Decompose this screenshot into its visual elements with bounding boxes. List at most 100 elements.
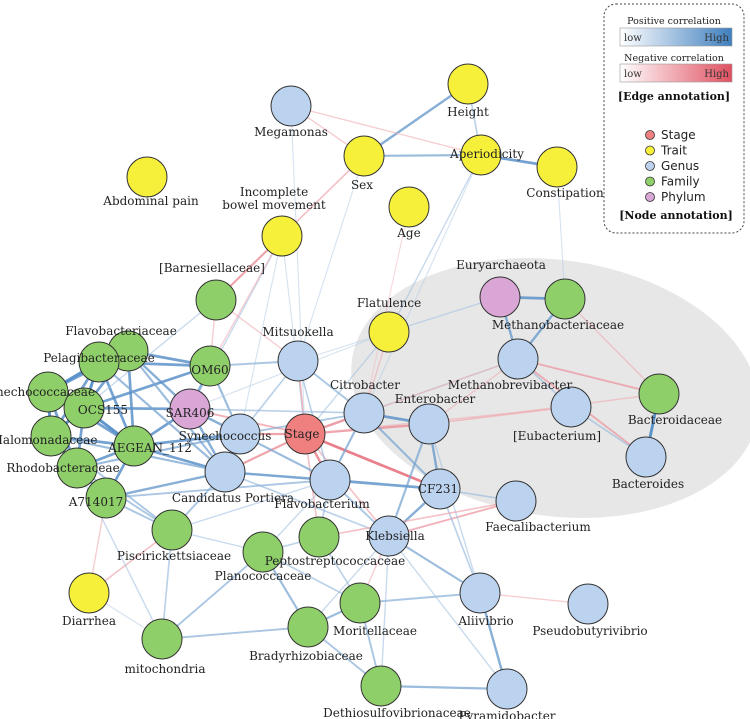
node-bradyrhizobiaceae[interactable] xyxy=(287,606,329,648)
node-circle-bradyrhizobiaceae[interactable] xyxy=(287,606,329,648)
node-label-bacteroidaceae: Bacteroidaceae xyxy=(628,413,722,427)
node-synechococcaceae[interactable] xyxy=(27,371,69,413)
node-circle-constipation[interactable] xyxy=(536,146,578,188)
node-circle-bacteroidaceae[interactable] xyxy=(638,373,680,415)
node-piscirickettsiaceae[interactable] xyxy=(151,509,193,551)
node-circle-flatulence[interactable] xyxy=(368,311,410,353)
node-enterobacter[interactable] xyxy=(408,403,450,445)
node-flatulence[interactable] xyxy=(368,311,410,353)
node-circle-om60[interactable] xyxy=(189,345,231,387)
node-rhodobacteraceae[interactable] xyxy=(56,447,98,489)
node-label-euryarchaeota: Euryarchaeota xyxy=(456,258,546,272)
node-stage[interactable] xyxy=(284,413,326,455)
node-circle-pyramidobacter[interactable] xyxy=(486,668,528,710)
node-circle-cf231[interactable] xyxy=(419,468,461,510)
node-circle-methanobrevibacter[interactable] xyxy=(497,338,539,380)
edge-piscirickettsiaceae-flavobacterium xyxy=(171,479,331,531)
node-klebsiella[interactable] xyxy=(368,515,410,557)
node-a714017[interactable] xyxy=(85,477,127,519)
node-age[interactable] xyxy=(388,186,430,228)
node-circle-megamonas[interactable] xyxy=(270,85,312,127)
node-citrobacter[interactable] xyxy=(343,392,385,434)
node-aegean[interactable] xyxy=(113,425,155,467)
node-constipation[interactable] xyxy=(536,146,578,188)
node-circle-candidatus[interactable] xyxy=(204,451,246,493)
node-circle-sar406[interactable] xyxy=(169,388,211,430)
node-circle-piscirickettsiaceae[interactable] xyxy=(151,509,193,551)
node-sex[interactable] xyxy=(343,135,385,177)
node-circle-ocs155[interactable] xyxy=(63,387,105,429)
node-abdominal[interactable] xyxy=(126,156,168,198)
node-circle-flavobacterium[interactable] xyxy=(309,459,351,501)
node-circle-halomonadaceae[interactable] xyxy=(30,415,72,457)
node-circle-height[interactable] xyxy=(447,63,489,105)
node-circle-klebsiella[interactable] xyxy=(368,515,410,557)
node-circle-methanobacteriaceae[interactable] xyxy=(544,278,586,320)
node-circle-abdominal[interactable] xyxy=(126,156,168,198)
node-circle-eubacterium[interactable] xyxy=(550,386,592,428)
node-faecalibacterium[interactable] xyxy=(495,480,537,522)
node-bacteroidaceae[interactable] xyxy=(638,373,680,415)
node-sar406[interactable] xyxy=(169,388,211,430)
node-circle-pseudobutyrivibrio[interactable] xyxy=(567,583,609,625)
node-mitsuokella[interactable] xyxy=(277,340,319,382)
node-incomplete[interactable] xyxy=(261,215,303,257)
node-pelagibacteraceae[interactable] xyxy=(78,341,120,383)
node-candidatus[interactable] xyxy=(204,451,246,493)
node-pyramidobacter[interactable] xyxy=(486,668,528,710)
node-cf231[interactable] xyxy=(419,468,461,510)
node-eubacterium[interactable] xyxy=(550,386,592,428)
node-moritellaceae[interactable] xyxy=(339,582,381,624)
negative-correlation-gradient xyxy=(619,63,733,83)
node-om60[interactable] xyxy=(189,345,231,387)
node-circle-mitsuokella[interactable] xyxy=(277,340,319,382)
node-circle-aegean[interactable] xyxy=(113,425,155,467)
node-circle-synechococcaceae[interactable] xyxy=(27,371,69,413)
node-label-flavobacterium: Flavobacterium xyxy=(274,497,370,511)
node-dethiosulfovibrionaceae[interactable] xyxy=(360,665,402,707)
node-pseudobutyrivibrio[interactable] xyxy=(567,583,609,625)
node-circle-citrobacter[interactable] xyxy=(343,392,385,434)
node-circle-enterobacter[interactable] xyxy=(408,403,450,445)
node-circle-bacteroides[interactable] xyxy=(625,436,667,478)
node-circle-aliivibrio[interactable] xyxy=(459,572,501,614)
node-circle-moritellaceae[interactable] xyxy=(339,582,381,624)
node-circle-peptostreptococcaceae[interactable] xyxy=(298,516,340,558)
node-circle-faecalibacterium[interactable] xyxy=(495,480,537,522)
node-halomonadaceae[interactable] xyxy=(30,415,72,457)
node-megamonas[interactable] xyxy=(270,85,312,127)
node-methanobrevibacter[interactable] xyxy=(497,338,539,380)
node-ocs155[interactable] xyxy=(63,387,105,429)
node-circle-pelagibacteraceae[interactable] xyxy=(78,341,120,383)
node-circle-aperiodicity[interactable] xyxy=(460,134,502,176)
node-barnesiellaceae[interactable] xyxy=(195,279,237,321)
node-circle-planococcaceae[interactable] xyxy=(242,531,284,573)
node-planococcaceae[interactable] xyxy=(242,531,284,573)
node-methanobacteriaceae[interactable] xyxy=(544,278,586,320)
node-circle-stage[interactable] xyxy=(284,413,326,455)
node-circle-sex[interactable] xyxy=(343,135,385,177)
node-circle-incomplete[interactable] xyxy=(261,215,303,257)
node-mitochondria[interactable] xyxy=(141,618,183,660)
node-synechococcus[interactable] xyxy=(219,413,261,455)
edge-pyramidobacter-klebsiella xyxy=(388,535,508,690)
node-height[interactable] xyxy=(447,63,489,105)
node-aperiodicity[interactable] xyxy=(460,134,502,176)
node-circle-synechococcus[interactable] xyxy=(219,413,261,455)
node-circle-diarrhea[interactable] xyxy=(68,572,110,614)
node-circle-rhodobacteraceae[interactable] xyxy=(56,447,98,489)
node-aliivibrio[interactable] xyxy=(459,572,501,614)
node-circle-a714017[interactable] xyxy=(85,477,127,519)
node-peptostreptococcaceae[interactable] xyxy=(298,516,340,558)
node-circle-euryarchaeota[interactable] xyxy=(479,276,521,318)
node-circle-age[interactable] xyxy=(388,186,430,228)
node-euryarchaeota[interactable] xyxy=(479,276,521,318)
node-label-pseudobutyrivibrio: Pseudobutyrivibrio xyxy=(532,624,647,638)
node-circle-dethiosulfovibrionaceae[interactable] xyxy=(360,665,402,707)
node-diarrhea[interactable] xyxy=(68,572,110,614)
node-circle-barnesiellaceae[interactable] xyxy=(195,279,237,321)
node-flavobacterium[interactable] xyxy=(309,459,351,501)
legend-genus-swatch xyxy=(645,161,655,171)
node-bacteroides[interactable] xyxy=(625,436,667,478)
node-circle-mitochondria[interactable] xyxy=(141,618,183,660)
